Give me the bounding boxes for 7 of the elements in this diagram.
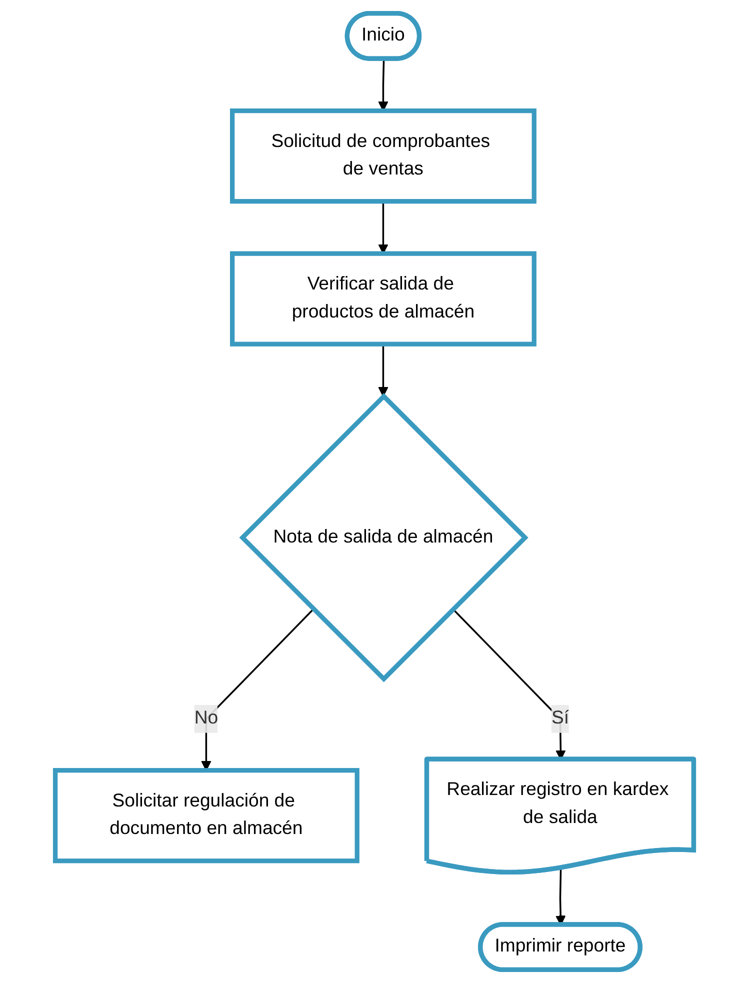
node-diamond: Nota de salida de almacén [238, 392, 528, 682]
node-box: Verificar salida de productos de almacén [229, 250, 536, 346]
node-box: Solicitud de comprobantes de ventas [229, 108, 536, 204]
edge-label: Sí [550, 708, 568, 728]
node-box: Solicitar regulación de documento en almacén [52, 768, 359, 863]
edge-label: No [194, 708, 218, 728]
arrow [378, 344, 388, 396]
